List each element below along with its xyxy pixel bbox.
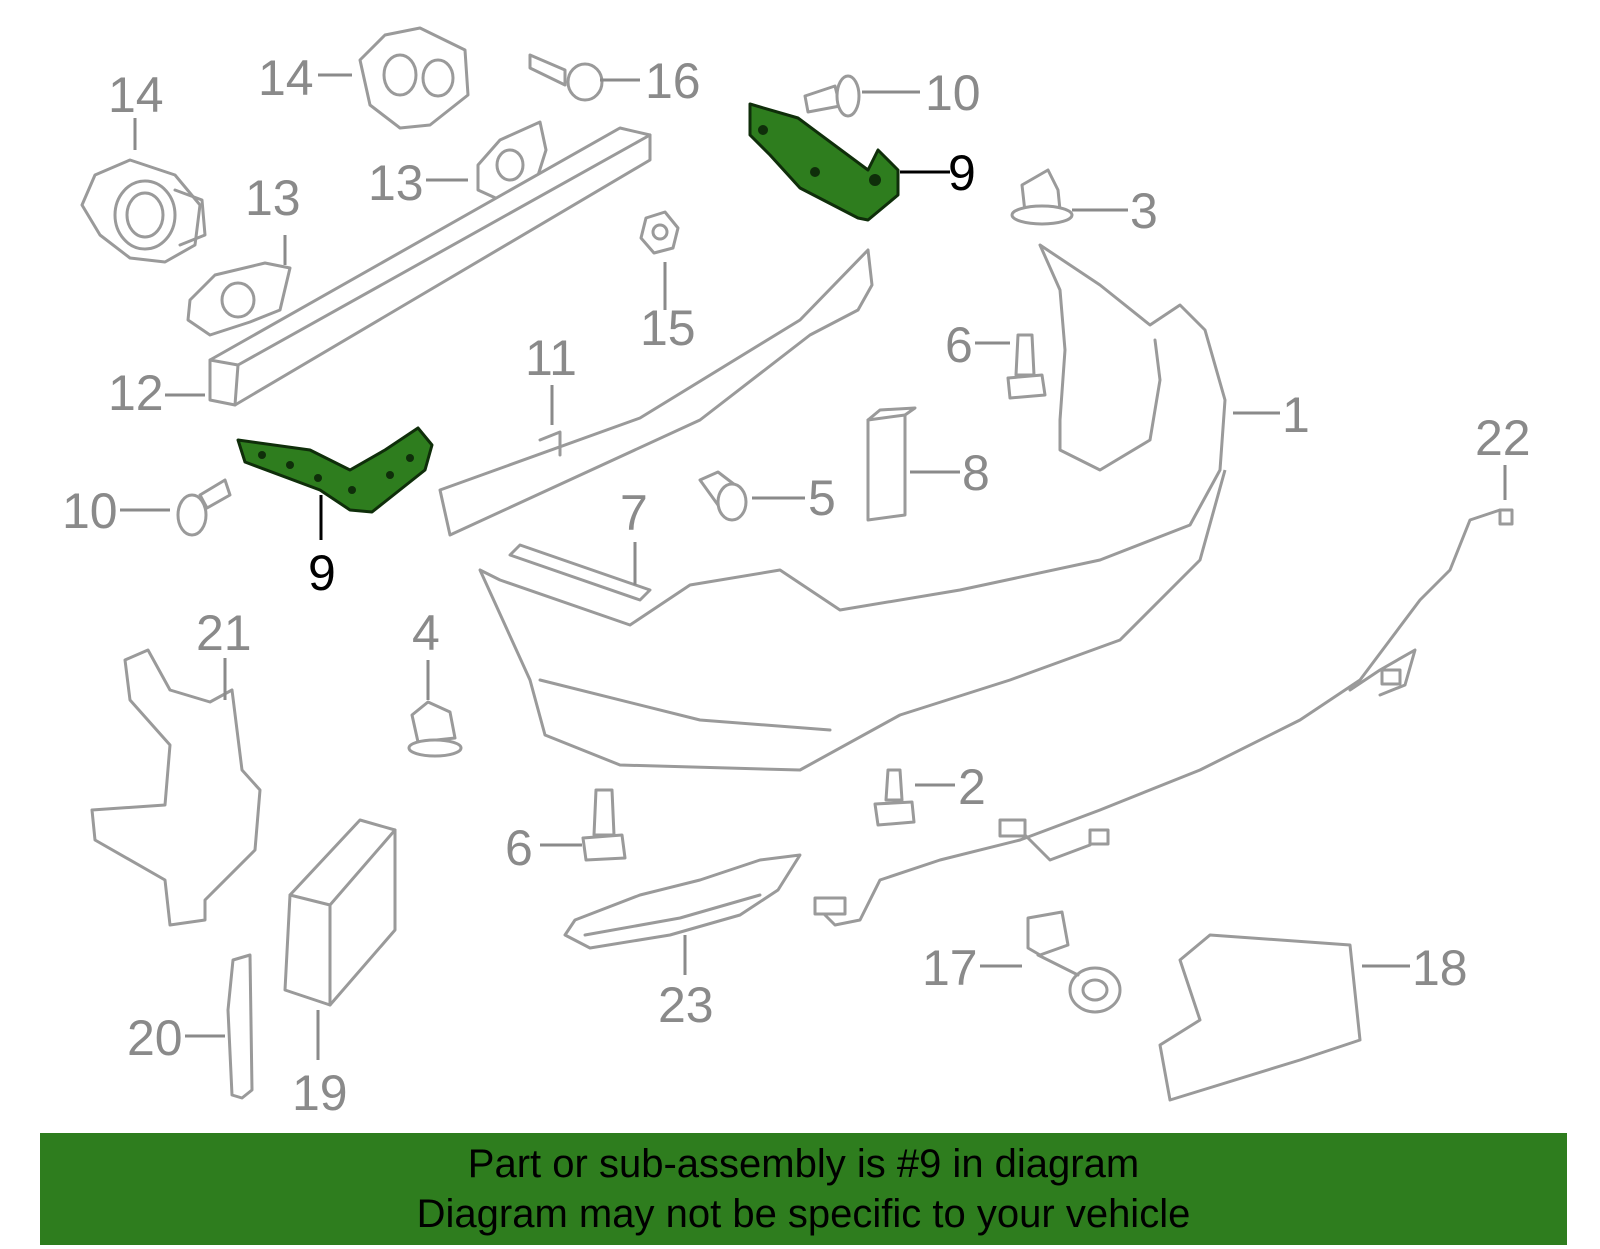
callout-labels: 14 14 16 10 9 13 13 3 15 6 12 11 1 22 8 …: [62, 50, 1531, 1121]
callout-11: 11: [525, 330, 577, 386]
part-4-clip: [407, 700, 463, 758]
part-10-clip-lower: [176, 478, 232, 537]
part-3-clip: [1010, 168, 1074, 226]
part-10-clip-top: [803, 74, 861, 118]
callout-7: 7: [620, 485, 648, 541]
callout-3: 3: [1130, 183, 1158, 239]
callout-20: 20: [127, 1010, 183, 1066]
part-17-sensor: [1026, 910, 1122, 1014]
callout-5: 5: [808, 470, 836, 526]
callout-4: 4: [412, 605, 440, 661]
part-23-reflector: [563, 853, 802, 950]
part-21-bracket: [90, 648, 262, 927]
callout-6-upper: 6: [945, 317, 973, 373]
banner-line-2: Diagram may not be specific to your vehi…: [416, 1192, 1191, 1236]
callout-19: 19: [292, 1065, 348, 1121]
part-2-bolt: [873, 768, 916, 827]
callout-14-fog-lamp: 14: [108, 67, 164, 123]
callout-21: 21: [196, 605, 252, 661]
part-9-bracket-lower: [236, 426, 434, 514]
part-6-bolt-lower: [581, 788, 627, 862]
part-7-strip: [508, 543, 652, 602]
part-5-clip: [698, 470, 748, 522]
part-6-bolt-upper: [1006, 333, 1047, 400]
part-8-foam: [866, 406, 917, 522]
callout-10-top: 10: [925, 65, 981, 121]
callout-14-bracket: 14: [258, 50, 314, 106]
callout-13-lower: 13: [245, 170, 301, 226]
callout-2: 2: [958, 759, 986, 815]
callout-13-upper: 13: [368, 155, 424, 211]
part-12-reinforcement: [208, 126, 652, 407]
part-11-absorber: [438, 248, 874, 537]
part-19-module: [283, 818, 397, 1007]
callout-16: 16: [645, 53, 701, 109]
part-16-bolt: [528, 53, 604, 102]
callout-12: 12: [108, 365, 164, 421]
callout-23: 23: [658, 977, 714, 1033]
callout-1: 1: [1282, 387, 1310, 443]
callout-17: 17: [922, 940, 978, 996]
info-banner: Part or sub-assembly is #9 in diagram Di…: [40, 1133, 1567, 1245]
callout-15: 15: [640, 300, 696, 356]
callout-9-lower: 9: [308, 545, 336, 601]
part-1-bumper-cover: [478, 243, 1227, 772]
part-20-bracket: [226, 953, 254, 1100]
part-22-harness: [813, 508, 1514, 927]
leader-lines: [120, 73, 1507, 1060]
callout-22: 22: [1475, 410, 1531, 466]
callout-10-lower: 10: [62, 483, 118, 539]
part-14-fog-lamp: [80, 158, 207, 264]
part-14-bracket: [358, 26, 470, 130]
callout-9-top: 9: [948, 145, 976, 201]
part-15-nut: [639, 210, 680, 255]
banner-line-1: Part or sub-assembly is #9 in diagram: [467, 1142, 1140, 1186]
callout-18: 18: [1412, 940, 1468, 996]
part-18-panel: [1158, 933, 1362, 1102]
callout-8: 8: [962, 445, 990, 501]
part-13-gasket-lower: [186, 261, 292, 337]
callout-6-lower: 6: [505, 820, 533, 876]
part-9-bracket-top: [748, 102, 900, 222]
